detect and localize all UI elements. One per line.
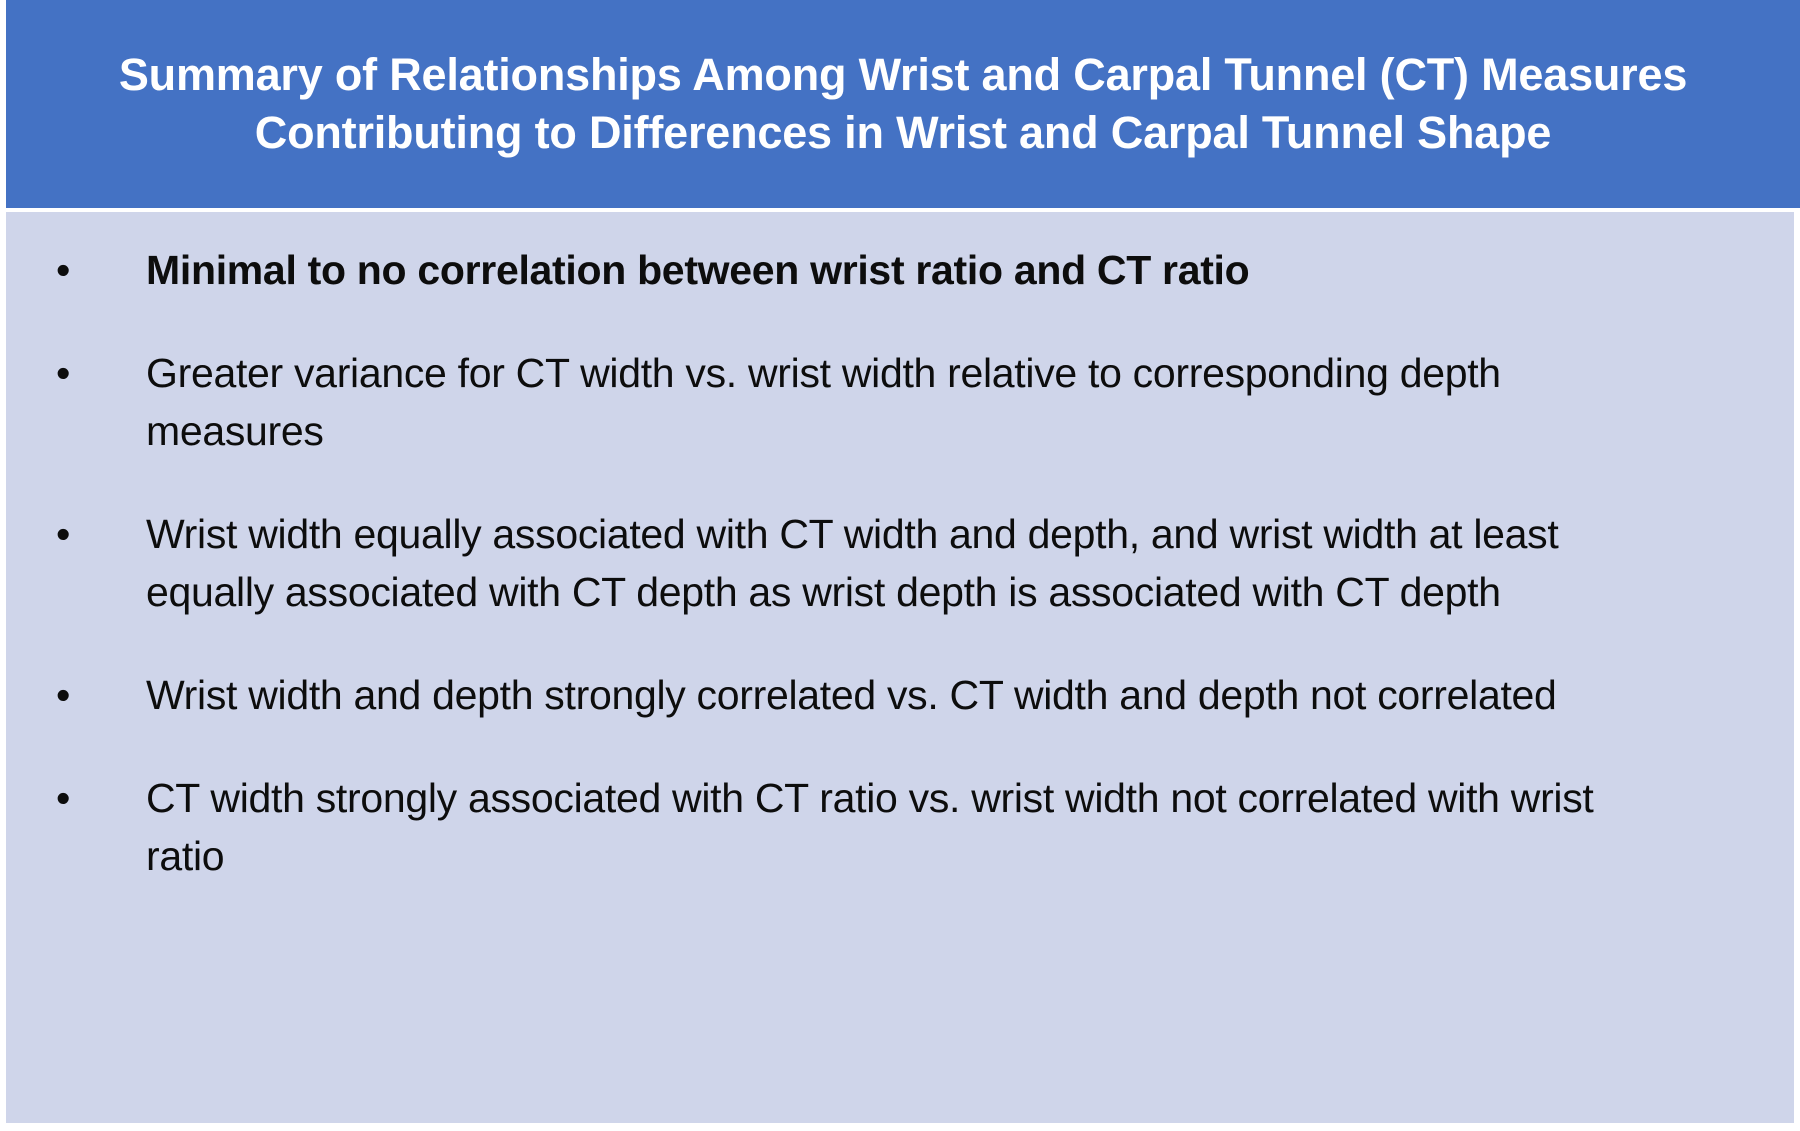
bullet-point-icon: •	[56, 671, 71, 718]
bullet-point-icon: •	[56, 511, 71, 558]
list-item-label: Greater variance for CT width vs. wrist …	[146, 350, 1501, 454]
body-panel: • Minimal to no correlation between wris…	[6, 212, 1794, 1123]
list-item-label: Wrist width equally associated with CT w…	[146, 511, 1559, 615]
page-title: Summary of Relationships Among Wrist and…	[118, 49, 1688, 158]
list-item: • Greater variance for CT width vs. wris…	[46, 345, 1754, 460]
list-item: • Minimal to no correlation between wris…	[46, 242, 1754, 299]
title-banner: Summary of Relationships Among Wrist and…	[6, 0, 1800, 208]
bullet-point-icon: •	[56, 247, 71, 293]
list-item-label: Wrist width and depth strongly correlate…	[146, 671, 1557, 718]
bullet-list: • Minimal to no correlation between wris…	[46, 242, 1754, 885]
bullet-point-icon: •	[56, 350, 71, 397]
list-item: • CT width strongly associated with CT r…	[46, 770, 1754, 885]
list-item: • Wrist width equally associated with CT…	[46, 506, 1754, 621]
list-item-label: Minimal to no correlation between wrist …	[146, 247, 1250, 293]
list-item: • Wrist width and depth strongly correla…	[46, 667, 1754, 724]
bullet-point-icon: •	[56, 775, 71, 822]
list-item-label: CT width strongly associated with CT rat…	[146, 775, 1594, 879]
